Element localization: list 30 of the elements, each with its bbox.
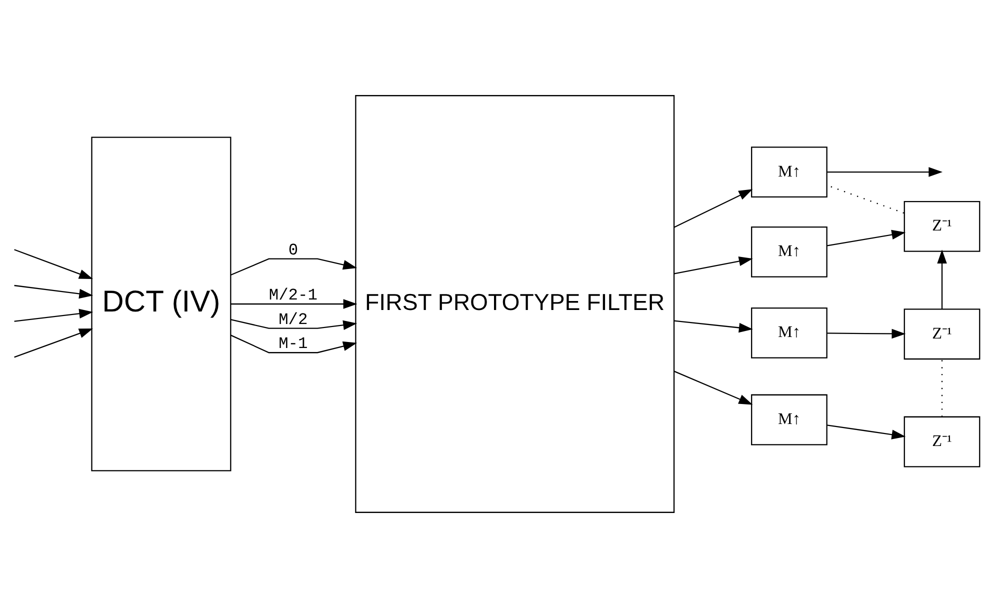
arrow: [674, 370, 753, 404]
arrow: [230, 298, 358, 308]
arrow: [827, 229, 906, 246]
arrow: [674, 256, 753, 274]
node-box: Z⁻¹: [904, 308, 980, 360]
node-box: DCT (IV): [91, 136, 232, 471]
arrow: [230, 334, 358, 353]
edge-label: M/2-1: [268, 286, 318, 304]
arrow: [674, 320, 753, 332]
edge-label: 0: [288, 240, 298, 259]
node-box: M↑: [751, 306, 828, 358]
arrow: [14, 308, 94, 322]
node-box: M↑: [751, 226, 828, 277]
arrow: [14, 328, 93, 358]
arrow: [230, 318, 358, 330]
arrow: [14, 248, 93, 278]
edge-label: M-1: [278, 334, 308, 353]
arrow: [827, 424, 906, 439]
arrow: [230, 258, 358, 276]
arrow: [937, 249, 947, 309]
arrow: [827, 166, 943, 176]
node-box: Z⁻¹: [904, 200, 980, 252]
node-box: Z⁻¹: [904, 416, 980, 467]
arrow: [827, 328, 906, 338]
node-box: M↑: [751, 394, 828, 445]
edge-label: M/2: [278, 310, 308, 328]
node-box: FIRST PROTOTYPE FILTER: [355, 94, 675, 512]
arrow: [14, 284, 94, 298]
arrow: [674, 188, 753, 228]
node-box: M↑: [751, 146, 828, 197]
